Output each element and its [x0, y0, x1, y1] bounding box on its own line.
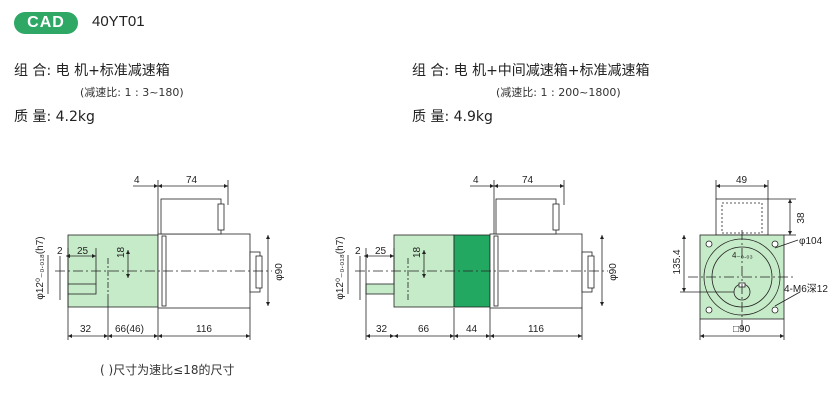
model-number: 40YT01 [92, 13, 145, 30]
d3-dim-sq90: □90 [733, 324, 751, 335]
d1-dim-18: 18 [116, 246, 127, 258]
d1-dim-shaft-dia: φ12⁰₋₀.₀₁₈(h7) [35, 236, 46, 299]
d2-dim-32: 32 [376, 324, 388, 335]
right-combo-label: 组 合: [412, 63, 450, 79]
footnote: ( )尺寸为速比≤18的尺寸 [100, 363, 235, 377]
d2-dim-18: 18 [412, 246, 423, 258]
d2-dim-44: 44 [466, 324, 478, 335]
d1-dim-66: 66(46) [115, 324, 144, 335]
d1-dim-116: 116 [196, 324, 212, 335]
d2-dim-top-b: 74 [522, 175, 534, 186]
d2-dim-90: φ90 [608, 263, 619, 281]
drawing-3 [680, 180, 801, 340]
d1-dim-32: 32 [80, 324, 92, 335]
right-mass-row: 质 量: 4.9kg [412, 106, 493, 126]
d2-dim-116: 116 [528, 324, 544, 335]
d2-dim-shaft-dia: φ12⁰₋₀.₀₁₈(h7) [335, 236, 346, 299]
d2-dim-66: 66 [418, 324, 430, 335]
d1-shaft [67, 283, 97, 295]
d1-dim-90: φ90 [274, 263, 285, 281]
right-ratio-note: (减速比: 1 : 200~1800) [496, 86, 621, 99]
right-mass-label: 质 量: [412, 109, 450, 125]
drawing-1 [47, 180, 272, 340]
d2-dim-25: 25 [375, 246, 387, 257]
drawing-2 [347, 180, 608, 340]
d1-dim-top-a: 4 [134, 175, 140, 186]
d3-dim-49: 49 [736, 175, 748, 186]
d1-dim-top-b: 74 [186, 175, 198, 186]
d1-terminal-box [160, 198, 222, 235]
d3-dim-38: 38 [796, 212, 807, 224]
left-combo-value: 电 机+标准减速箱 [55, 63, 170, 79]
right-combo-row: 组 合: 电 机+中间减速箱+标准减速箱 [412, 60, 650, 80]
drawing-1-labels: 4 74 φ12⁰₋₀.₀₁₈(h7) 2 25 18 φ90 32 66(46… [35, 175, 285, 335]
d2-dim-2: 2 [355, 246, 361, 257]
left-mass-value: 4.2kg [55, 109, 95, 125]
left-ratio-note: (减速比: 1 : 3~180) [80, 86, 184, 99]
d3-dim-key: 4₋₀.₀₃ [732, 251, 753, 260]
d3-dim-hole: 4-M6深12 [784, 283, 828, 295]
d3-dim-104: φ104 [799, 236, 823, 247]
d1-dim-2: 2 [57, 246, 63, 257]
left-combo-label: 组 合: [14, 63, 52, 79]
d2-terminal-box [495, 198, 557, 235]
right-combo-value: 电 机+中间减速箱+标准减速箱 [453, 63, 650, 79]
d2-shaft [365, 283, 395, 295]
left-combo-row: 组 合: 电 机+标准减速箱 [14, 60, 170, 80]
d3-dim-135: 135.4 [672, 249, 683, 274]
drawing-3-labels: 49 38 φ104 135.4 4₋₀.₀₃ 4-M6深12 □90 [672, 175, 828, 335]
drawing-2-labels: 4 74 φ12⁰₋₀.₀₁₈(h7) 2 25 18 φ90 32 66 44… [335, 175, 619, 335]
d1-dim-25: 25 [77, 246, 89, 257]
cad-badge: CAD [14, 12, 78, 34]
left-mass-label: 质 量: [14, 109, 52, 125]
d2-dim-top-a: 4 [473, 175, 479, 186]
left-mass-row: 质 量: 4.2kg [14, 106, 95, 126]
right-mass-value: 4.9kg [453, 109, 493, 125]
